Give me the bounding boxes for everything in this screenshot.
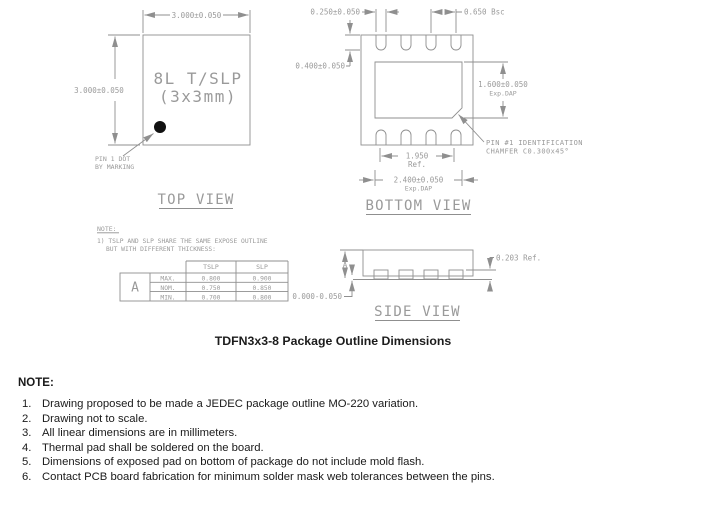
col-header-tslp: TSLP [203,263,219,271]
extension-lines [430,9,462,33]
chip-marking-line1: 8L T/SLP [153,69,242,88]
extension-lines [379,148,455,162]
table-column-lines [149,273,237,301]
dim-left-height: 3.000±0.050 [74,86,124,95]
pin1-note-line1: PIN 1 DOT [95,155,130,163]
row1-tslp: 0.750 [202,285,221,292]
note-number: 1. [22,398,32,410]
pin1-dot-icon [154,121,166,133]
thickness-note-heading: NOTE: [97,225,117,233]
dim-pin-span: 1.950 [406,152,429,161]
dim-standoff: 0.000-0.050 [292,292,342,301]
dim-pin-span-sub: Ref. [408,160,426,169]
extension-lines [464,61,508,119]
row2-name: MIN. [160,294,175,301]
lead [398,269,414,280]
pin1-leader-line [122,133,154,157]
note-item: 5. Dimensions of exposed pad on bottom of… [22,455,495,470]
pad [450,35,462,51]
note-text: All linear dimensions are in millimeters… [42,427,238,440]
table-body-border [119,272,289,302]
thickness-note-line1: 1) TSLP AND SLP SHARE THE SAME EXPOSE OU… [97,238,268,245]
package-body-outline [142,34,251,146]
extension-lines [345,34,360,67]
package-body-outline [362,249,474,277]
package-outline-drawing: 8L T/SLP (3x3mm) 3.000±0.050 3.000±0.050… [74,8,583,321]
row0-tslp: 0.800 [202,276,221,283]
row1-slp: 0.850 [253,285,272,292]
bottom-view: 0.250±0.050 0.650 Bsc 0.400±0.050 1.600±… [295,8,583,215]
notes-heading: NOTE: [18,377,54,389]
note-text: Drawing not to scale. [42,412,148,425]
chip-marking-line2: (3x3mm) [159,87,237,106]
leader-line [344,292,353,297]
side-view-label: SIDE VIEW [374,304,461,320]
extension-lines-top [142,10,251,33]
note-item: 6. Contact PCB board fabrication for mini… [22,470,495,485]
page-title: TDFN3x3-8 Package Outline Dimensions [214,334,452,348]
row1-name: NOM. [160,285,175,292]
table-header-border [185,260,289,273]
pad [375,129,387,145]
note-number: 6. [22,470,32,483]
package-body-outline [360,34,474,146]
notes-list: 1. Drawing proposed to be made a JEDEC pa… [22,397,495,484]
pad [375,35,387,51]
pad [450,129,462,145]
extension-lines [374,170,463,186]
dim-dap-width-sub: Exp.DAP [405,185,432,193]
pin1-chamfer-leader [458,114,485,143]
note-number: 5. [22,456,32,469]
note-number: 4. [22,441,32,454]
thickness-note-line2: BUT WITH DIFFERENT THICKNESS: [106,246,216,253]
top-view-label: TOP VIEW [157,192,234,208]
pin1-id-line2: CHAMFER C0.300x45° [486,148,569,156]
note-text: Contact PCB board fabrication for minimu… [42,470,495,483]
pin1-note-line2: BY MARKING [95,163,134,171]
row2-slp: 0.800 [253,294,272,301]
dim-pad-width: 0.250±0.050 [310,8,360,17]
dim-dap-height: 1.600±0.050 [478,80,528,89]
thickness-table-grid [119,260,289,302]
leader-line [489,257,494,268]
pad [425,129,437,145]
note-item: 3. All linear dimensions are in millimete… [22,426,495,441]
lead [448,269,464,280]
pin1-id-line1: PIN #1 IDENTIFICATION [486,139,583,147]
note-text: Thermal pad shall be soldered on the boa… [42,441,264,454]
bottom-view-label: BOTTOM VIEW [366,198,472,214]
pad [400,129,412,145]
pad [400,35,412,51]
note-text: Drawing proposed to be made a JEDEC pack… [42,398,419,410]
col-header-slp: SLP [256,263,268,271]
table-row-lines [150,281,288,293]
dim-dap-height-sub: Exp.DAP [489,90,516,98]
extension-lines-left [108,34,140,146]
note-item: 4. Thermal pad shall be soldered on the b… [22,441,495,456]
note-item: 1. Drawing proposed to be made a JEDEC pa… [22,397,495,412]
dim-a-label: A [343,261,348,270]
row0-name: MAX. [160,276,175,283]
dim-dap-width: 2.400±0.050 [394,175,444,184]
top-view: 8L T/SLP (3x3mm) 3.000±0.050 3.000±0.050… [74,10,251,209]
note-item: 2. Drawing not to scale. [22,412,495,427]
extension-lines [375,9,387,32]
note-number: 3. [22,427,32,440]
thickness-note: NOTE: 1) TSLP AND SLP SHARE THE SAME EXP… [97,225,289,302]
row-label-a: A [131,281,139,296]
lead [423,269,439,280]
pad [425,35,437,51]
dim-pitch: 0.650 Bsc [464,8,505,17]
dim-lead-thickness: 0.203 Ref. [496,254,541,263]
row2-tslp: 0.700 [202,294,221,301]
side-view: A 0.000-0.050 0.203 Ref. SIDE VIEW [292,249,541,321]
dim-pad-length: 0.400±0.050 [295,62,345,71]
row0-slp: 0.900 [253,276,272,283]
note-text: Dimensions of exposed pad on bottom of p… [42,456,425,469]
note-number: 2. [22,412,32,425]
dim-top-width: 3.000±0.050 [172,11,222,20]
exposed-dap-outline [374,61,463,119]
lead [373,269,389,280]
